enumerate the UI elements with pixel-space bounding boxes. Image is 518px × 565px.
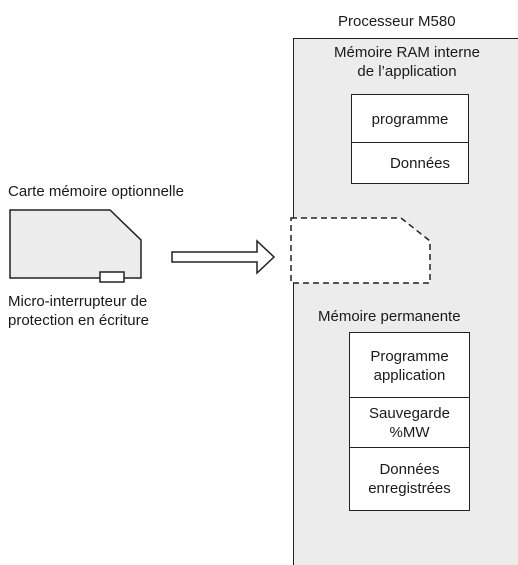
permanent-data-line2: enregistrées bbox=[368, 480, 451, 497]
switch-label: Micro-interrupteur de protection en écri… bbox=[8, 292, 149, 330]
ram-section-title: Mémoire RAM interne de l’application bbox=[296, 43, 518, 81]
card-slot-outline bbox=[290, 217, 431, 284]
ram-program-label: programme bbox=[371, 110, 449, 128]
switch-label-line2: protection en écriture bbox=[8, 312, 149, 329]
ram-title-line2: de l’application bbox=[357, 63, 457, 80]
permanent-backup-line1: Sauvegarde bbox=[369, 405, 450, 422]
processor-title: Processeur M580 bbox=[338, 13, 456, 30]
card-title: Carte mémoire optionnelle bbox=[8, 183, 184, 200]
write-protect-switch-icon bbox=[99, 271, 125, 283]
permanent-section-title: Mémoire permanente bbox=[318, 308, 461, 325]
permanent-program-line1: Programme bbox=[370, 347, 449, 365]
switch-label-line1: Micro-interrupteur de bbox=[8, 293, 148, 310]
permanent-data-line1: Données bbox=[379, 461, 440, 478]
ram-data-label: Données bbox=[389, 154, 451, 172]
ram-data-box: Données bbox=[351, 142, 469, 184]
permanent-backup-box: Sauvegarde %MW bbox=[349, 397, 470, 449]
permanent-program-line2: application bbox=[373, 366, 446, 384]
permanent-backup-line2: %MW bbox=[389, 424, 430, 441]
permanent-data-box: Données enregistrées bbox=[349, 447, 470, 511]
ram-title-line1: Mémoire RAM interne bbox=[334, 44, 480, 61]
memory-card-icon bbox=[9, 209, 142, 279]
insert-arrow-icon bbox=[171, 239, 276, 275]
